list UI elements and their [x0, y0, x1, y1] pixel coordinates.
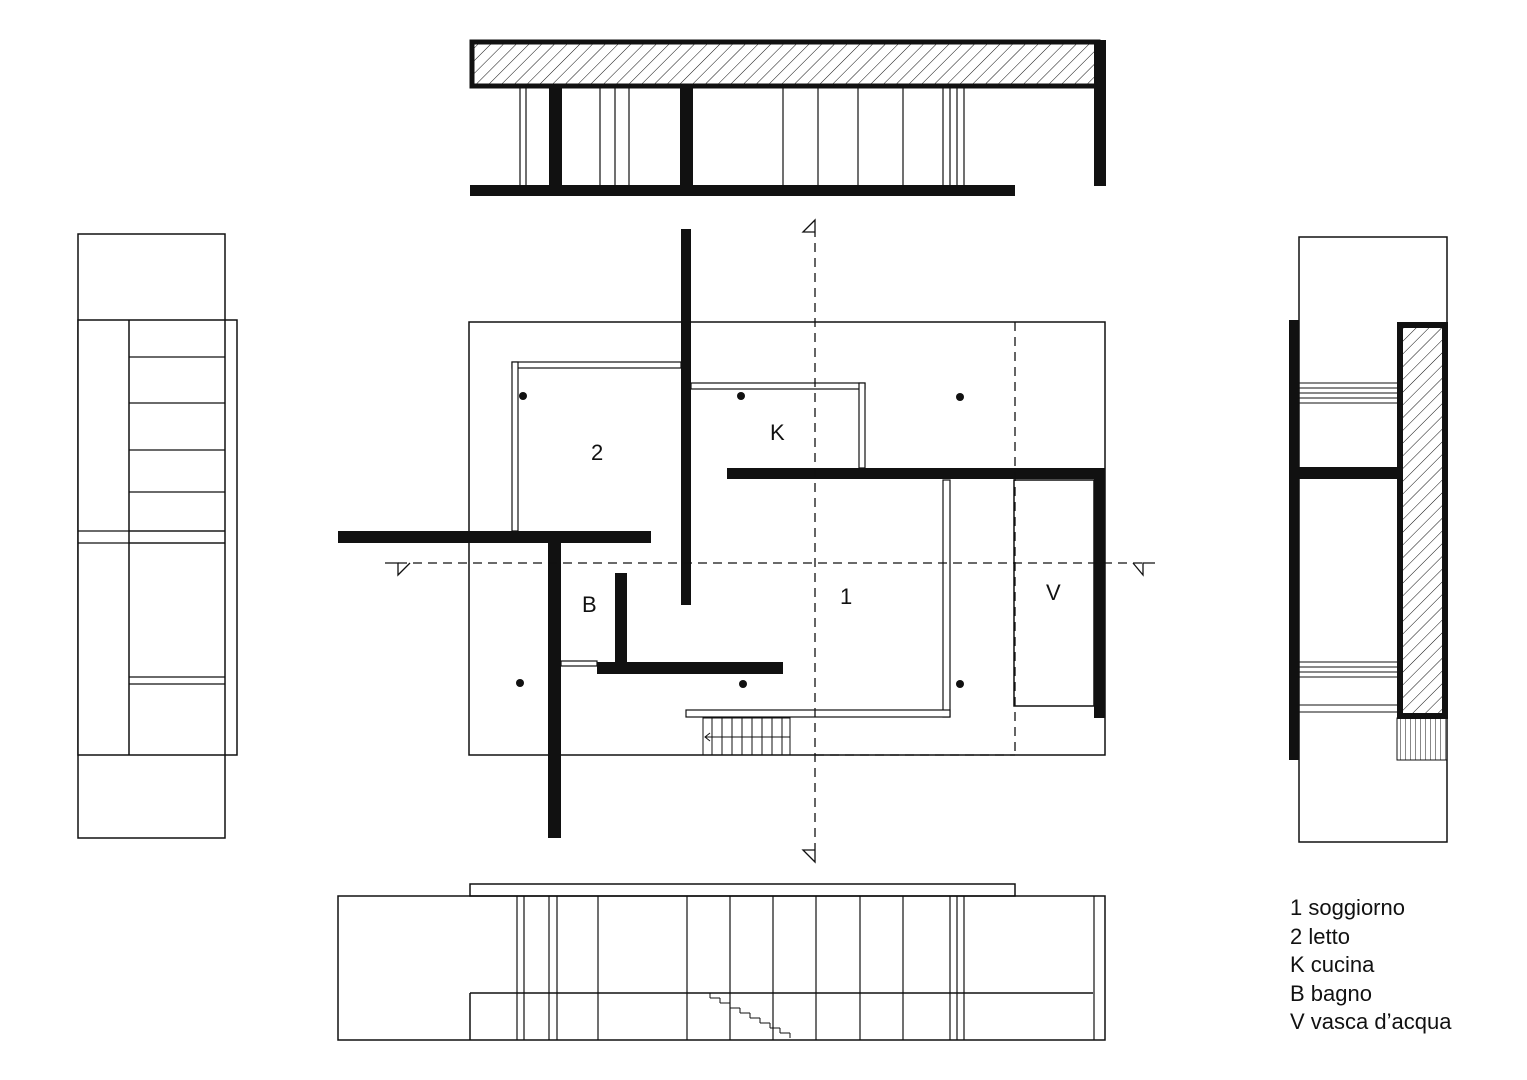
- wall-section: [549, 86, 562, 186]
- column: [737, 392, 745, 400]
- wall-section: [680, 86, 693, 186]
- roof-slab-section: [469, 39, 1101, 89]
- solid-walls: [338, 229, 1105, 838]
- room-label-bedroom: 2: [591, 440, 603, 465]
- columns: [516, 392, 964, 688]
- stairs: [702, 717, 791, 756]
- column: [516, 679, 524, 687]
- room-label-kitchen: K: [770, 420, 785, 445]
- room-label-living: 1: [840, 584, 852, 609]
- legend-item: 1 soggiorno: [1290, 895, 1405, 920]
- legend-item: K cucina: [1290, 952, 1375, 977]
- floor-plan: 2 K B 1 V: [338, 218, 1155, 864]
- legend-item: B bagno: [1290, 980, 1372, 1006]
- section-lines: [398, 228, 1143, 850]
- right-elevation: [1289, 236, 1448, 843]
- column: [956, 680, 964, 688]
- column: [519, 392, 527, 400]
- legend: 1 soggiorno 2 letto K cucina B bagno V v…: [1290, 894, 1451, 1037]
- legend-item: 2 letto: [1290, 923, 1350, 949]
- top-elevation: [469, 39, 1106, 196]
- left-elevation: [77, 233, 238, 839]
- legend-item: V vasca d’acqua: [1290, 1009, 1452, 1034]
- bottom-elevation: [337, 883, 1106, 1041]
- section-markers: [385, 218, 1155, 864]
- column: [956, 393, 964, 401]
- room-label-bath: B: [582, 592, 597, 617]
- room-label-pool: V: [1046, 580, 1061, 605]
- end-wall: [1094, 40, 1106, 186]
- column: [739, 680, 747, 688]
- floor-slab: [470, 185, 1015, 196]
